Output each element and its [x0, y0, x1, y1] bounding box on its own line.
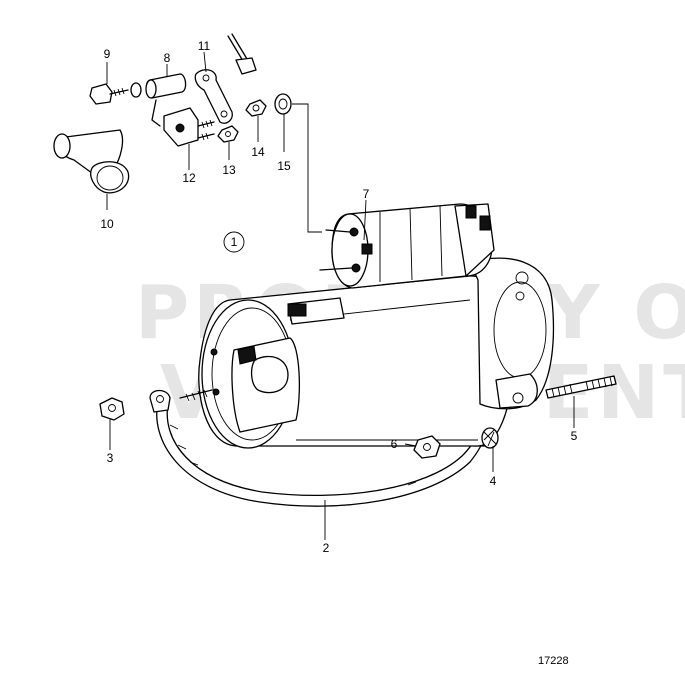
callout-11: 11: [198, 39, 211, 53]
callout-2: 2: [323, 541, 330, 555]
nut-13: [217, 125, 239, 143]
callout-10: 10: [100, 217, 114, 231]
rubber-boot-10: [53, 129, 130, 194]
callout-15: 15: [277, 159, 291, 173]
callout-14: 14: [251, 145, 265, 159]
terminal-block-12: [163, 107, 215, 147]
callout-8: 8: [164, 51, 171, 65]
callout-12: 12: [182, 171, 196, 185]
solenoid: [319, 203, 495, 289]
screw-9: [89, 83, 129, 105]
callout-6: 6: [391, 437, 398, 451]
nut-14: [245, 99, 267, 117]
callout-7: 7: [363, 187, 370, 201]
link-plate-11: [194, 69, 233, 124]
lock-washer-4: [481, 427, 499, 449]
spacer-sleeve-8: [145, 73, 187, 99]
callout-3: 3: [107, 451, 114, 465]
cable-lug-left: [149, 389, 171, 413]
washer-15: [274, 93, 292, 115]
callout-5: 5: [571, 429, 578, 443]
nut-6: [413, 435, 441, 459]
callouts: 1 2 3 4 5 6 7 8 9 10 11 12 13 14 15: [100, 39, 577, 555]
callout-13: 13: [222, 163, 236, 177]
callout-4: 4: [490, 474, 497, 488]
callout-1-circle: [223, 231, 245, 253]
callout-9: 9: [104, 47, 111, 61]
figure-number: 17228: [538, 655, 569, 667]
stud-bolt-5: [545, 375, 617, 399]
callout-1: 1: [231, 235, 238, 249]
nut-3: [99, 397, 125, 421]
leader-lines: [106, 51, 575, 540]
starter-motor: [198, 257, 555, 449]
